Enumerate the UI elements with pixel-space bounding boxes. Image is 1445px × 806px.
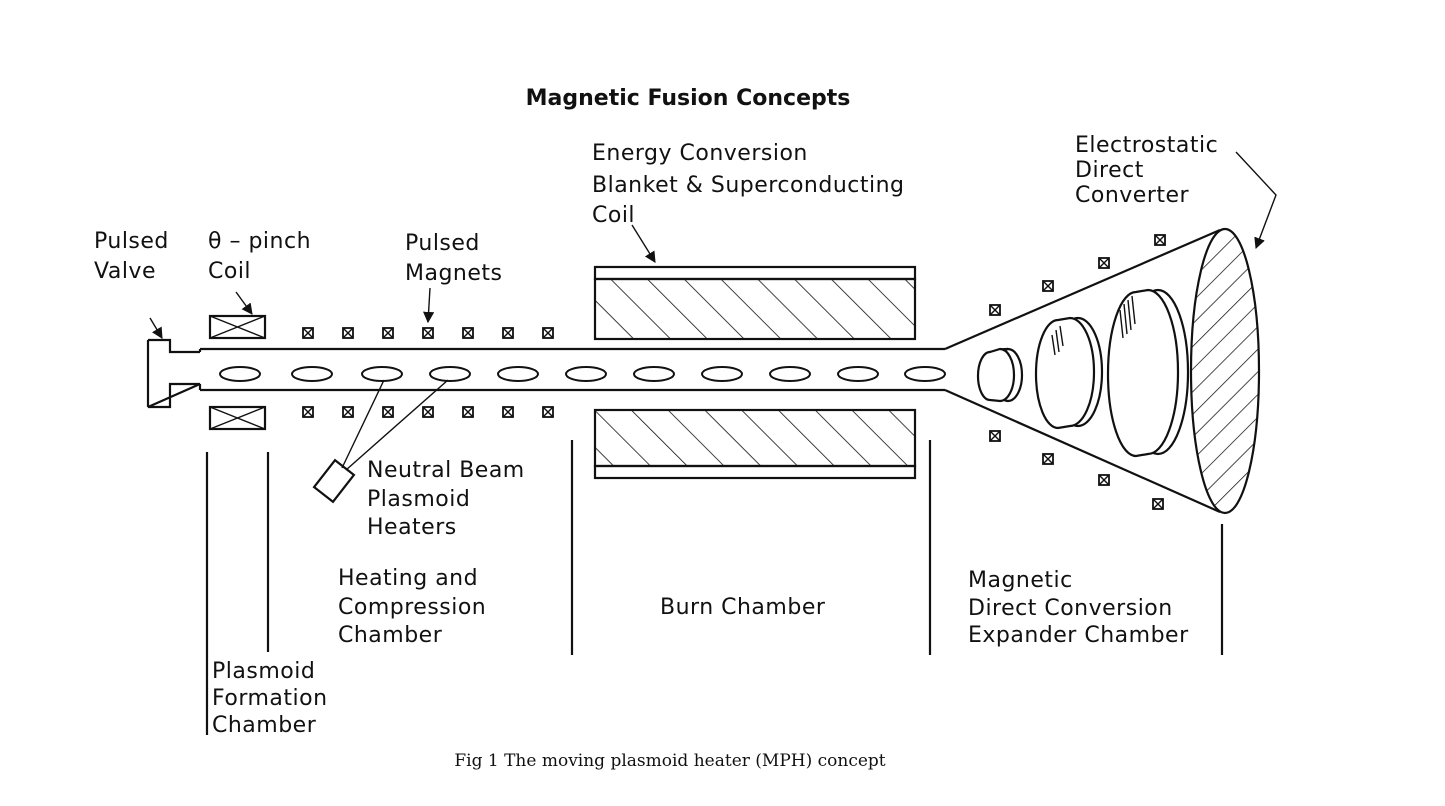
svg-text:Magnets: Magnets	[405, 261, 503, 286]
svg-text:Converter: Converter	[1075, 183, 1190, 208]
svg-text:Electrostatic: Electrostatic	[1075, 133, 1218, 158]
label-neutral-beam: Neutral Beam Plasmoid Heaters	[367, 458, 525, 540]
plasmoid	[361, 366, 403, 382]
magnet-coil-icon	[542, 406, 554, 418]
svg-text:Blanket & Superconducting: Blanket & Superconducting	[592, 173, 905, 198]
magnet-coil-icon	[422, 406, 434, 418]
magnet-coil-icon	[1152, 498, 1164, 510]
svg-text:θ – pinch: θ – pinch	[208, 229, 311, 254]
electrostatic-direct-converter	[1189, 227, 1261, 515]
magnet-coil-icon	[542, 327, 554, 339]
plasmoid	[291, 366, 333, 382]
svg-text:Chamber: Chamber	[338, 623, 443, 648]
main-tube	[198, 347, 945, 392]
magnet-coil-icon	[1098, 474, 1110, 486]
magnet-coil-icon	[302, 406, 314, 418]
plasmoid	[769, 366, 811, 382]
magnet-coil-icon	[1098, 257, 1110, 269]
svg-text:Formation: Formation	[212, 686, 328, 711]
magnet-coil-icon	[462, 406, 474, 418]
magnet-coil-icon	[1154, 234, 1166, 246]
svg-text:Energy Conversion: Energy Conversion	[592, 141, 808, 166]
plasmoid	[565, 366, 607, 382]
label-energy-conversion: Energy Conversion Blanket & Superconduct…	[592, 141, 905, 228]
svg-text:Pulsed: Pulsed	[405, 231, 480, 256]
magnet-coil-icon	[989, 304, 1001, 316]
magnet-coil-icon	[342, 406, 354, 418]
diagram-title: Magnetic Fusion Concepts	[526, 86, 851, 111]
expander-discs	[976, 288, 1190, 458]
section-heating-compression: Heating and Compression Chamber	[338, 566, 486, 648]
magnet-coil-icon	[382, 406, 394, 418]
pulsed-valve	[146, 338, 201, 409]
svg-text:Pulsed: Pulsed	[94, 229, 169, 254]
plasmoid	[701, 366, 743, 382]
svg-text:Magnetic: Magnetic	[968, 568, 1073, 593]
section-magnetic-direct-conversion: Magnetic Direct Conversion Expander Cham…	[968, 568, 1189, 648]
magnet-coil-icon	[302, 327, 314, 339]
theta-pinch-coil	[208, 314, 267, 431]
svg-text:Neutral Beam: Neutral Beam	[367, 458, 525, 483]
svg-text:Direct Conversion: Direct Conversion	[968, 596, 1173, 621]
svg-text:Plasmoid: Plasmoid	[367, 487, 470, 512]
plasmoid	[904, 366, 946, 382]
magnet-coil-icon	[1042, 280, 1054, 292]
magnet-coil-icon	[422, 327, 434, 339]
svg-text:Coil: Coil	[592, 203, 635, 228]
expander-cone	[944, 228, 1221, 514]
plasmoid	[633, 366, 675, 382]
label-pulsed-valve: Pulsed Valve	[94, 229, 169, 284]
neutral-beam-heater	[312, 379, 449, 504]
svg-text:Heating and: Heating and	[338, 566, 478, 591]
energy-conversion-blanket	[593, 265, 917, 480]
magnet-coil-icon	[462, 327, 474, 339]
plasmoids	[219, 366, 946, 382]
magnet-coil-icon	[342, 327, 354, 339]
section-dividers	[205, 440, 1224, 735]
plasmoid	[219, 366, 261, 382]
magnet-coil-icon	[1042, 453, 1054, 465]
pulsed-magnets	[302, 234, 1166, 510]
label-pulsed-magnets: Pulsed Magnets	[405, 231, 503, 286]
section-burn-chamber: Burn Chamber	[660, 595, 826, 620]
svg-text:Burn Chamber: Burn Chamber	[660, 595, 826, 620]
svg-text:Coil: Coil	[208, 259, 251, 284]
plasmoid	[429, 366, 471, 382]
svg-text:Heaters: Heaters	[367, 515, 457, 540]
label-theta-pinch-coil: θ – pinch Coil	[208, 229, 311, 284]
svg-text:Plasmoid: Plasmoid	[212, 659, 315, 684]
magnet-coil-icon	[989, 430, 1001, 442]
svg-text:Chamber: Chamber	[212, 713, 317, 738]
svg-text:Expander Chamber: Expander Chamber	[968, 623, 1189, 648]
leader-arrows	[149, 151, 1277, 339]
plasmoid	[497, 366, 539, 382]
svg-text:Compression: Compression	[338, 595, 486, 620]
section-plasmoid-formation: Plasmoid Formation Chamber	[212, 659, 328, 738]
plasmoid	[837, 366, 879, 382]
svg-text:Valve: Valve	[94, 259, 156, 284]
figure-caption: Fig 1 The moving plasmoid heater (MPH) c…	[454, 751, 885, 771]
magnet-coil-icon	[382, 327, 394, 339]
magnet-coil-icon	[502, 406, 514, 418]
magnet-coil-icon	[502, 327, 514, 339]
svg-text:Direct: Direct	[1075, 158, 1144, 183]
label-electrostatic-converter: Electrostatic Direct Converter	[1075, 133, 1218, 208]
